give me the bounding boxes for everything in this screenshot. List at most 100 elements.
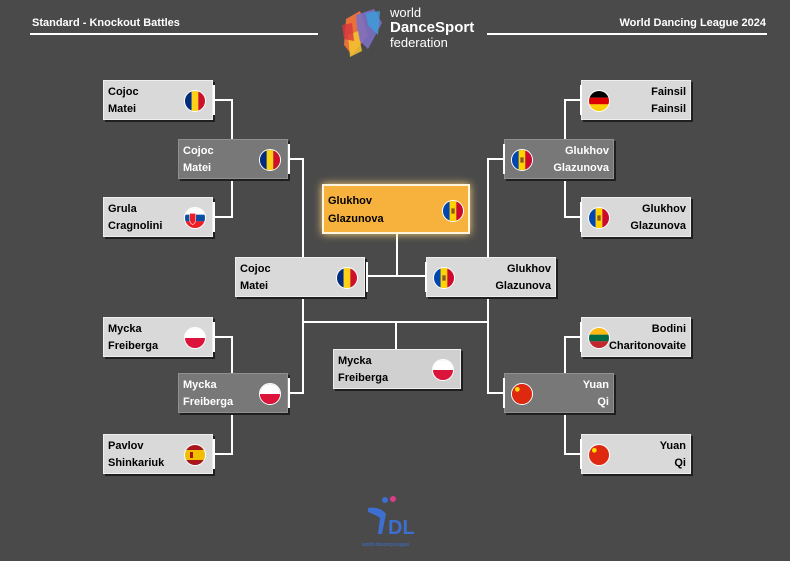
connector-line <box>564 99 582 101</box>
poland-flag-icon <box>184 327 206 349</box>
wdl-logo-caption: world dancing league <box>362 542 410 548</box>
poland-flag-icon <box>432 359 454 381</box>
connector-line <box>396 234 398 275</box>
dancer-name-1: Grula <box>108 203 137 215</box>
winner-card[interactable]: Glukhov Glazunova <box>322 184 470 234</box>
bracket-tick <box>288 378 290 408</box>
moldova-flag-icon <box>442 200 464 222</box>
moldova-flag-icon <box>511 149 533 171</box>
dancer-name-1: Cojoc <box>108 86 139 98</box>
moldova-flag-icon <box>433 267 455 289</box>
connector-line <box>214 453 232 455</box>
connector-line <box>214 216 232 218</box>
bracket-tick <box>580 202 582 232</box>
logo-text-federation: federation <box>390 35 448 50</box>
connector-line <box>367 275 427 277</box>
match-card-left-r1-3[interactable]: Mycka Freiberga <box>103 317 213 357</box>
dancer-name-2: Cragnolini <box>108 220 163 232</box>
china-flag-icon <box>588 444 610 466</box>
connector-line <box>289 158 303 160</box>
dancer-name-1: Bodini <box>651 323 686 335</box>
connector-line <box>214 336 232 338</box>
logo-text-world: world <box>390 5 422 20</box>
event-title: Standard - Knockout Battles <box>32 17 180 29</box>
slovakia-flag-icon <box>184 207 206 229</box>
dancer-name-1: Cojoc <box>240 263 271 275</box>
connector-line <box>395 321 397 349</box>
bracket-tick <box>288 144 290 174</box>
header-rule-right <box>487 33 767 35</box>
bracket-tick <box>580 322 582 352</box>
dancer-name-2: Shinkariuk <box>108 457 165 469</box>
wdl-logo-text: DL <box>388 517 415 539</box>
wdl-logo: DL world dancing league <box>360 494 440 552</box>
match-card-right-r2-2[interactable]: Yuan Qi <box>504 373 614 413</box>
romania-flag-icon <box>184 90 206 112</box>
dancer-name-2: Fainsil <box>651 103 686 115</box>
match-card-left-r1-4[interactable]: Pavlov Shinkariuk <box>103 434 213 474</box>
final-card-right[interactable]: Glukhov Glazunova <box>426 257 556 297</box>
wdsf-logo: world DanceSport federation <box>338 5 478 61</box>
header-rule-left <box>30 33 318 35</box>
dancer-name-1: Cojoc <box>183 145 214 157</box>
connector-line <box>564 453 582 455</box>
dancer-name-1: Yuan <box>582 379 609 391</box>
connector-line <box>564 216 582 218</box>
connector-line <box>289 392 303 394</box>
dancer-name-1: Glukhov <box>641 203 686 215</box>
connector-line <box>487 392 505 394</box>
lithuania-flag-icon <box>588 327 610 349</box>
wdsf-dancers-icon <box>342 9 382 57</box>
connector-line <box>564 336 582 338</box>
match-card-right-r1-3[interactable]: Bodini Charitonovaite <box>581 317 691 357</box>
dancer-name-1: Fainsil <box>651 86 686 98</box>
dancer-name-2: Matei <box>108 103 137 115</box>
match-card-right-r1-4[interactable]: Yuan Qi <box>581 434 691 474</box>
dancer-name-1: Glukhov <box>328 195 373 207</box>
china-flag-icon <box>511 383 533 405</box>
dancer-name-2: Freiberga <box>183 396 234 408</box>
dancer-name-2: Glazunova <box>495 280 551 292</box>
bracket-tick <box>213 439 215 469</box>
bracket-tick <box>580 439 582 469</box>
bracket-tick <box>503 144 505 174</box>
bracket-tick <box>580 85 582 115</box>
dancer-name-1: Mycka <box>338 355 372 367</box>
bracket-tick <box>503 378 505 408</box>
dancer-name-2: Glazunova <box>328 213 384 225</box>
spain-flag-icon <box>184 444 206 466</box>
dancer-name-2: Glazunova <box>553 162 609 174</box>
league-title: World Dancing League 2024 <box>619 17 766 29</box>
dancer-name-1: Glukhov <box>506 263 551 275</box>
poland-flag-icon <box>259 383 281 405</box>
bracket-tick <box>213 202 215 232</box>
match-card-left-r1-2[interactable]: Grula Cragnolini <box>103 197 213 237</box>
connector-line <box>487 158 505 160</box>
romania-flag-icon <box>259 149 281 171</box>
third-place-card[interactable]: Mycka Freiberga <box>333 349 461 389</box>
match-card-right-r2-1[interactable]: Glukhov Glazunova <box>504 139 614 179</box>
dancer-name-2: Charitonovaite <box>608 340 686 352</box>
dancer-name-2: Qi <box>674 457 686 469</box>
romania-flag-icon <box>336 267 358 289</box>
final-card-left[interactable]: Cojoc Matei <box>235 257 365 297</box>
match-card-left-r1-1[interactable]: Cojoc Matei <box>103 80 213 120</box>
connector-line <box>214 99 232 101</box>
match-card-left-r2-1[interactable]: Cojoc Matei <box>178 139 288 179</box>
dancer-name-1: Mycka <box>108 323 142 335</box>
dancer-name-2: Matei <box>183 162 212 174</box>
logo-text-dancesport: DanceSport <box>390 19 475 36</box>
dancer-name-2: Glazunova <box>630 220 686 232</box>
match-card-right-r1-1[interactable]: Fainsil Fainsil <box>581 80 691 120</box>
match-card-right-r1-2[interactable]: Glukhov Glazunova <box>581 197 691 237</box>
dancer-name-2: Freiberga <box>338 372 389 384</box>
bracket-tick <box>213 322 215 352</box>
bracket-tick <box>425 262 427 292</box>
dancer-name-1: Glukhov <box>564 145 609 157</box>
germany-flag-icon <box>588 90 610 112</box>
dancer-name-1: Mycka <box>183 379 217 391</box>
bracket-tick <box>213 85 215 115</box>
wdl-dancer-icon: DL <box>368 496 415 539</box>
moldova-flag-icon <box>588 207 610 229</box>
match-card-left-r2-2[interactable]: Mycka Freiberga <box>178 373 288 413</box>
